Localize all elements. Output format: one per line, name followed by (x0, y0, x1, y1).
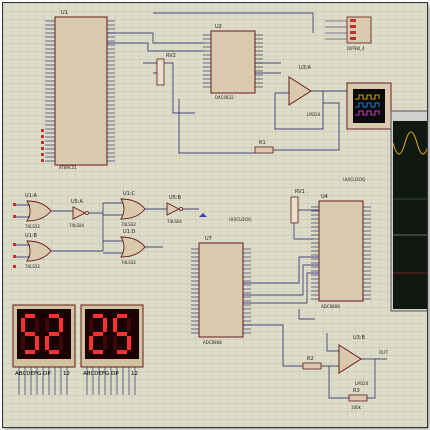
gate-u1c-label: U1:C (123, 191, 136, 197)
display-left[interactable]: ABCDEFG DP 12 (12, 304, 76, 377)
mcu-pin-markers (41, 129, 44, 162)
seven-segment-b (35, 318, 39, 332)
adc-u7[interactable]: U7 ADC0808 (198, 236, 244, 345)
display-right-label: ABCDEFG DP (83, 371, 119, 377)
seven-segment-c (59, 336, 63, 350)
clock-label-top: UU(CLOCK) (343, 177, 366, 182)
seven-segment-d (93, 350, 103, 354)
gate-u1d[interactable]: U1:D 74LS32 (120, 229, 146, 265)
gate-u1b-part: 74LS32 (25, 264, 40, 269)
inverter-u5b-label: U5:B (169, 195, 182, 201)
opamp-u3a[interactable]: U3:A LM324 (288, 65, 321, 117)
mini-scope[interactable] (346, 82, 392, 130)
dac-ref-label: U2 (215, 24, 222, 30)
rv2-potentiometer[interactable]: RV2 (153, 53, 176, 86)
out-label: OUT (379, 350, 388, 355)
inverter-u5a-label: U5:A (71, 199, 84, 205)
seven-segment-a (25, 314, 35, 318)
rv1-potentiometer[interactable]: RV1 (290, 189, 305, 224)
seven-segment-d (49, 350, 59, 354)
opamp-u3b-label: U3:B (353, 335, 366, 341)
mcu-part-label: AT89C51 (59, 165, 77, 170)
r2-label: R2 (307, 356, 314, 362)
r2-resistor[interactable]: R2 (302, 356, 322, 370)
display-right[interactable]: ABCDEFG DP 12 (80, 304, 144, 377)
r1-resistor[interactable]: R1 (254, 140, 274, 154)
gate-wires (15, 202, 199, 258)
oscilloscope-window[interactable] (390, 110, 427, 312)
seven-segment-a (93, 314, 103, 318)
r3-label: R3 (353, 388, 360, 394)
adc-wires (243, 209, 319, 320)
adc-u4-part: ADC0808 (321, 304, 340, 309)
seven-segment-e (89, 336, 93, 350)
seven-segment-f (89, 318, 93, 332)
inverter-u5a[interactable]: U5:A 74LS04 (69, 199, 89, 228)
seven-segment-g (49, 332, 59, 336)
gate-pin-markers (13, 203, 16, 268)
mcu-ref-label: U1 (61, 10, 68, 16)
r1-label: R1 (259, 140, 266, 146)
seven-segment-f (113, 318, 117, 332)
seven-segment-b (103, 318, 107, 332)
seven-segment-c (35, 336, 39, 350)
seven-segment-e (113, 336, 117, 350)
r3-resistor[interactable]: R3 100k (348, 388, 368, 410)
seven-segment-b (127, 318, 131, 332)
dip-switch-label: DIPSW_4 (347, 46, 365, 51)
seven-segment-e (21, 336, 25, 350)
seven-segment-f (45, 318, 49, 332)
seven-segment-g (93, 332, 103, 336)
clock-label-mid: UU(CLOCK) (229, 217, 252, 222)
adc-u7-ref: U7 (205, 236, 212, 242)
gate-u1d-part: 74LS32 (121, 260, 136, 265)
gate-u1b[interactable]: U1:B 74LS32 (25, 233, 52, 269)
mcu-chip[interactable]: AT89C51 U1 (54, 10, 108, 170)
dac-part-label: DAC0832 (215, 95, 234, 100)
inverter-u5b-part: 74LS04 (167, 219, 182, 224)
opamp-u3a-part: LM324 (307, 112, 321, 117)
seven-segment-d (117, 350, 127, 354)
seven-segment-a (117, 314, 127, 318)
gate-u1a[interactable]: U1:A 74LS32 (25, 193, 52, 229)
gate-u1d-label: U1:D (123, 229, 136, 235)
gate-u1c-part: 74LS32 (121, 222, 136, 227)
display-left-label: ABCDEFG DP (15, 371, 51, 377)
adc-u4-ref: U4 (321, 194, 328, 200)
schematic-drawing: AT89C51 U1 U2 DAC0832 RV2 U3:A LM324 R1 (12, 10, 427, 410)
inverter-u5a-part: 74LS04 (69, 223, 84, 228)
seven-segment-b (59, 318, 63, 332)
adc-u7-part: ADC0808 (203, 340, 222, 345)
seven-segment-g (25, 332, 35, 336)
gate-u1a-part: 74LS32 (25, 224, 40, 229)
opamp-u3a-label: U3:A (299, 65, 312, 71)
inverter-u5b[interactable]: U5:B 74LS04 (166, 195, 183, 224)
dac-chip[interactable]: U2 DAC0832 (210, 24, 256, 100)
seven-segment-a (49, 314, 59, 318)
opamp-u3b-part: LM324 (355, 381, 369, 386)
seven-segment-f (21, 318, 25, 332)
gate-u1a-label: U1:A (25, 193, 38, 199)
dip-switch[interactable]: DIPSW_4 (346, 16, 372, 51)
seven-segment-d (25, 350, 35, 354)
adc-u4[interactable]: U4 ADC0808 (318, 194, 364, 309)
display-right-pins: 12 (131, 371, 138, 377)
rv1-label: RV1 (295, 189, 305, 195)
gate-u1c[interactable]: U1:C 74LS32 (120, 191, 146, 227)
gate-u1b-label: U1:B (25, 233, 38, 239)
rv2-label: RV2 (166, 53, 176, 59)
seven-segment-c (127, 336, 131, 350)
seven-segment-c (103, 336, 107, 350)
seven-segment-g (117, 332, 127, 336)
opamp-b-wires (243, 324, 387, 399)
display-left-pins: 12 (63, 371, 70, 377)
opamp-u3b[interactable]: U3:B LM324 (338, 335, 369, 386)
r3-value: 100k (351, 405, 362, 410)
seven-segment-e (45, 336, 49, 350)
